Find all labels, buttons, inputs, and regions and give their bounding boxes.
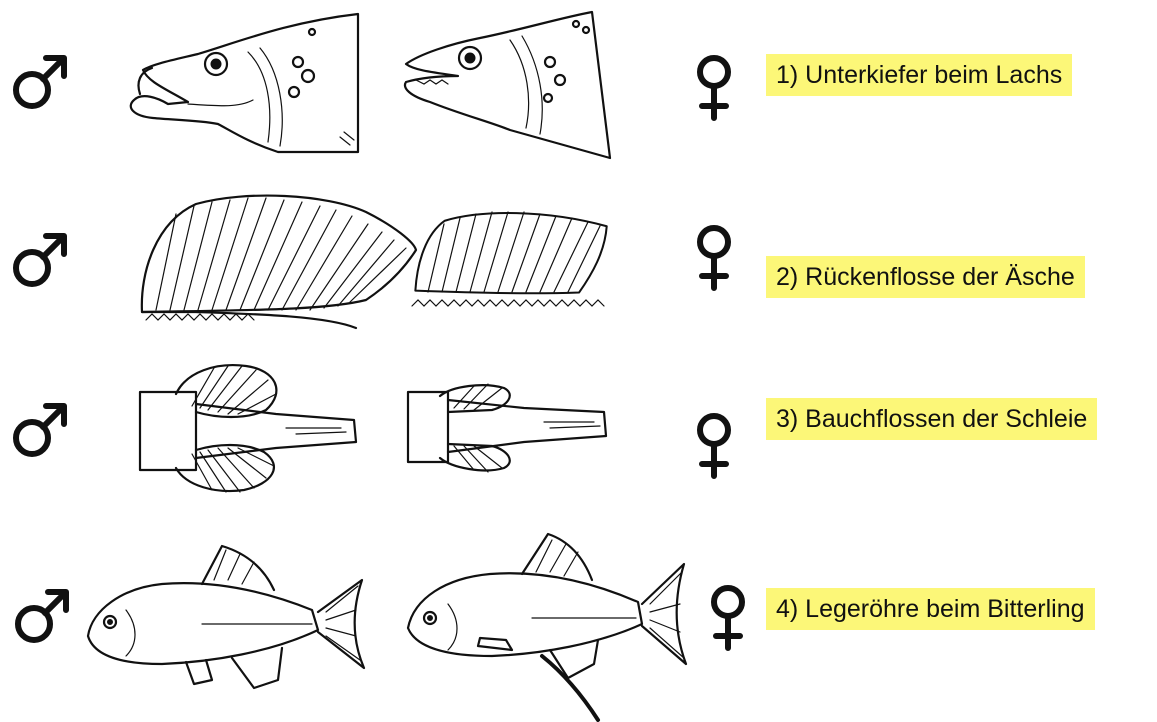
salmon-head-male-drawing	[128, 12, 368, 157]
row-tench-fins: 3) Bauchflossen der Schleie	[0, 360, 1157, 500]
male-symbol-icon	[10, 52, 72, 112]
salmon-head-female-drawing	[400, 10, 615, 165]
label-row-3: 3) Bauchflossen der Schleie	[766, 398, 1097, 440]
tench-pelvic-fins-male-drawing	[136, 362, 366, 494]
male-symbol-icon	[12, 586, 74, 646]
female-symbol-icon	[692, 224, 736, 292]
male-symbol-icon	[10, 400, 72, 460]
row-grayling-fin: 2) Rückenflosse der Äsche	[0, 180, 1157, 350]
row-bitterling: 4) Legeröhre beim Bitterling	[0, 520, 1157, 722]
female-symbol-icon	[692, 412, 736, 480]
label-row-4: 4) Legeröhre beim Bitterling	[766, 588, 1095, 630]
male-symbol-icon	[10, 230, 72, 290]
label-row-1: 1) Unterkiefer beim Lachs	[766, 54, 1072, 96]
bitterling-female-drawing	[402, 532, 697, 722]
female-symbol-icon	[692, 54, 736, 122]
row-salmon-jaw: 1) Unterkiefer beim Lachs	[0, 0, 1157, 170]
female-symbol-icon	[706, 584, 750, 652]
label-row-2: 2) Rückenflosse der Äsche	[766, 256, 1085, 298]
tench-pelvic-fins-female-drawing	[404, 382, 614, 482]
grayling-dorsal-fin-male-drawing	[136, 192, 426, 332]
bitterling-male-drawing	[82, 540, 372, 700]
grayling-dorsal-fin-female-drawing	[408, 206, 608, 326]
